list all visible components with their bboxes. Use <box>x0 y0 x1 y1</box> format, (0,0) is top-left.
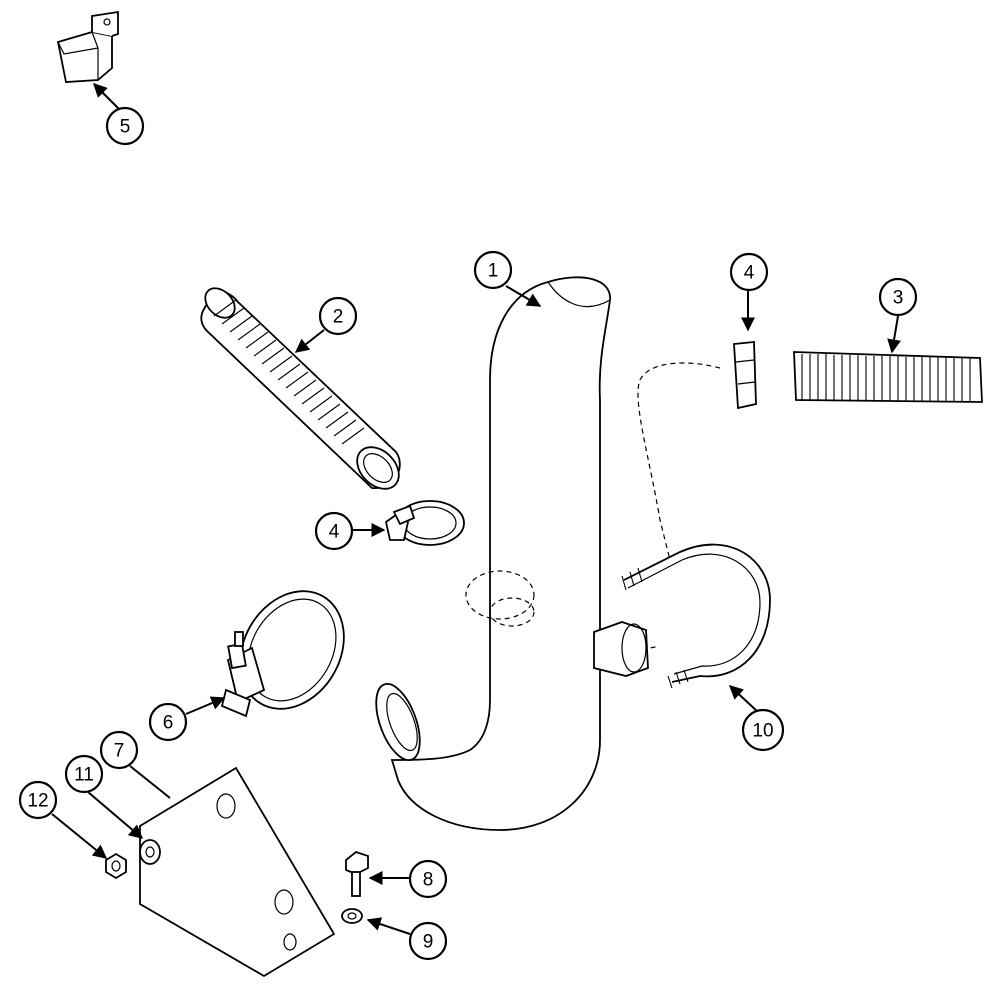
leader-6 <box>185 696 226 715</box>
svg-text:10: 10 <box>752 721 773 742</box>
leader-12 <box>51 813 108 859</box>
svg-text:2: 2 <box>333 307 344 328</box>
svg-text:5: 5 <box>120 117 131 138</box>
svg-text:11: 11 <box>74 765 94 786</box>
leader-1 <box>505 285 542 307</box>
part-4-hose-clamp-upper <box>637 341 757 649</box>
part-9-washer <box>341 908 363 924</box>
callout-8: 8 <box>408 859 448 899</box>
svg-text:12: 12 <box>27 791 48 812</box>
leader-7 <box>129 765 171 799</box>
part-4-hose-clamp-lower <box>384 500 465 546</box>
leader-11 <box>87 791 144 839</box>
svg-text:1: 1 <box>488 261 499 282</box>
callout-9: 9 <box>408 921 448 961</box>
svg-text:4: 4 <box>744 263 755 284</box>
part-3-flex-hose <box>793 351 983 403</box>
callout-11: 11 <box>64 754 104 794</box>
part-8-bolt <box>345 850 369 897</box>
callout-4b: 4 <box>314 511 354 551</box>
callout-7: 7 <box>99 730 139 770</box>
part-10-u-bolt <box>621 543 771 689</box>
part-5-bracket <box>56 10 119 83</box>
leader-9 <box>366 917 411 935</box>
svg-text:4: 4 <box>329 522 340 543</box>
leader-10 <box>728 685 759 713</box>
callout-5: 5 <box>105 106 145 146</box>
callout-6: 6 <box>148 702 188 742</box>
svg-text:7: 7 <box>114 741 125 762</box>
svg-text:3: 3 <box>893 288 904 309</box>
callout-4a: 4 <box>729 252 769 292</box>
part-6-vband-clamp <box>220 590 345 718</box>
leader-2 <box>294 329 325 353</box>
callout-12: 12 <box>18 780 58 820</box>
svg-text:8: 8 <box>423 870 434 891</box>
part-11-washer <box>139 839 161 865</box>
part-1-exhaust-pipe <box>375 276 649 831</box>
svg-text:6: 6 <box>163 713 174 734</box>
part-7-mounting-plate <box>139 766 336 978</box>
callout-1: 1 <box>473 250 513 290</box>
callout-2: 2 <box>318 296 358 336</box>
part-2-flex-hose <box>200 287 401 490</box>
leader-3 <box>887 315 901 354</box>
part-12-nut <box>105 852 127 880</box>
svg-text:9: 9 <box>423 932 434 953</box>
callout-10: 10 <box>741 708 785 752</box>
leader-lines <box>51 83 901 935</box>
callout-3: 3 <box>878 277 918 317</box>
